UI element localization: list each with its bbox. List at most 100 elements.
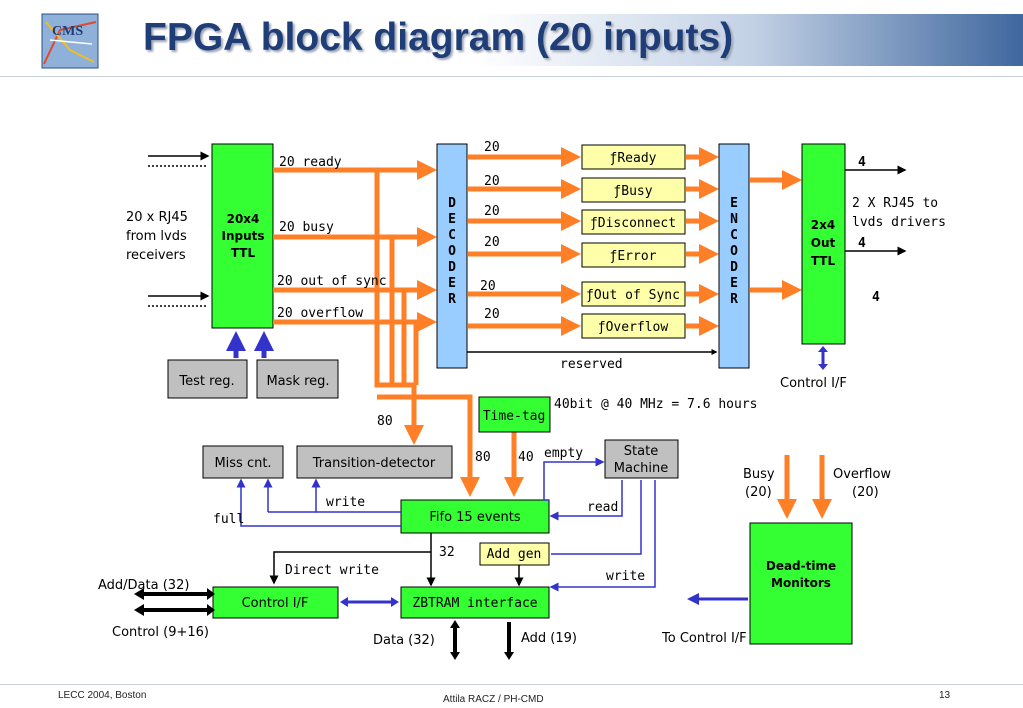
bus-width-out-of-sync: 20 (480, 279, 496, 294)
inputs-ttl-line3: TTL (231, 246, 256, 260)
input-label-rj45: 20 x RJ45 (126, 210, 188, 225)
transition-detector-block (296, 445, 453, 479)
bus-width-ready: 20 (484, 140, 500, 155)
time-tag-label: Time-tag (483, 409, 546, 424)
label-out-4a: 4 (858, 155, 866, 170)
function-out-of-sync: ƒOut of Sync (586, 288, 680, 303)
inputs-ttl-line1: 20x4 (227, 212, 260, 226)
slide-title: FPGA block diagram (20 inputs) (143, 16, 734, 59)
encoder-block (718, 143, 750, 369)
header-divider (0, 76, 1023, 77)
label-read: read (587, 500, 618, 515)
label-full: full (213, 512, 244, 527)
cms-logo-icon: CMS (41, 13, 99, 69)
svg-text:D: D (448, 260, 456, 275)
bus-width-overflow: 20 (484, 307, 500, 322)
label-out-4b: 4 (858, 236, 866, 251)
label-busy-a: Busy (743, 467, 775, 482)
svg-text:E: E (448, 212, 456, 227)
svg-text:E: E (730, 196, 738, 211)
decoder-letters: D E C O D E R (448, 196, 456, 307)
control-if-label: Control I/F (242, 596, 309, 611)
function-disconnect: ƒDisconnect (590, 216, 676, 231)
label-write-fifo: write (326, 495, 365, 510)
label-40: 40 (518, 450, 534, 465)
function-overflow: ƒOverflow (598, 320, 669, 335)
svg-text:R: R (448, 292, 456, 307)
out-ttl-line3: TTL (811, 254, 836, 268)
label-direct-write: Direct write (285, 563, 379, 578)
mask-reg-label: Mask reg. (266, 374, 329, 389)
function-boxes (581, 144, 686, 339)
function-error: ƒError (610, 249, 657, 264)
out-ttl-line1: 2x4 (811, 218, 835, 232)
out-ttl-block (801, 143, 846, 345)
footer-conference: LECC 2004, Boston (58, 690, 147, 701)
state-machine-line2: Machine (614, 461, 668, 476)
control-if-block (212, 586, 339, 619)
input-lines (148, 151, 210, 307)
label-rj45-out-2: lvds drivers (852, 215, 946, 230)
label-20-overflow: 20 overflow (277, 306, 363, 321)
label-32: 32 (439, 545, 455, 560)
external-buses (142, 592, 511, 656)
test-reg-label: Test reg. (178, 374, 234, 389)
orange-buses (273, 147, 832, 519)
time-tag-block (478, 396, 551, 433)
label-overflow-a: Overflow (833, 467, 891, 482)
cms-logo-text: CMS (52, 24, 83, 39)
state-machine-line1: State (624, 444, 658, 459)
svg-text:O: O (448, 244, 456, 259)
dead-time-line2: Monitors (771, 576, 831, 590)
dead-time-line1: Dead-time (766, 559, 836, 573)
svg-text:C: C (448, 228, 456, 243)
header-band (110, 14, 1023, 66)
reg-links (226, 331, 274, 358)
miss-cnt-block (202, 445, 284, 479)
label-20-busy: 20 busy (279, 220, 334, 235)
fpga-block-diagram: CMS 20 x RJ45 from lvds receivers 20x4 I… (41, 13, 946, 660)
mask-reg-block (256, 359, 339, 399)
label-20-ready: 20 ready (279, 155, 342, 170)
add-gen-block (479, 542, 550, 566)
out-ttl-line2: Out (811, 236, 836, 250)
label-20-out-of-sync: 20 out of sync (277, 274, 387, 289)
label-add-data: Add/Data (32) (98, 578, 189, 593)
label-timetag-note: 40bit @ 40 MHz = 7.6 hours (554, 397, 758, 412)
add-gen-label: Add gen (487, 547, 542, 562)
fifo-label: Fifo 15 events (429, 510, 521, 525)
state-machine-block (604, 439, 679, 479)
svg-text:E: E (448, 276, 456, 291)
svg-text:E: E (730, 276, 738, 291)
label-overflow-b: (20) (852, 485, 879, 500)
function-ready: ƒReady (610, 151, 657, 166)
footer-author: Attila RACZ / PH-CMD (443, 694, 544, 705)
svg-text:D: D (730, 260, 738, 275)
bus-width-busy: 20 (484, 174, 500, 189)
label-reserved: reserved (560, 357, 623, 372)
svg-text:N: N (730, 212, 738, 227)
fifo-block (400, 499, 550, 534)
label-to-control-if: To Control I/F (661, 631, 747, 646)
bus-width-disconnect: 20 (484, 204, 500, 219)
svg-text:O: O (730, 244, 738, 259)
svg-text:R: R (730, 292, 738, 307)
inputs-ttl-line2: Inputs (221, 229, 264, 243)
label-out-4c: 4 (872, 290, 880, 305)
label-80-top: 80 (377, 414, 393, 429)
bus-width-error: 20 (484, 235, 500, 250)
label-80: 80 (475, 450, 491, 465)
black-wires (269, 533, 524, 587)
label-write-zbt: write (606, 569, 645, 584)
label-data-32: Data (32) (373, 633, 435, 648)
label-busy-b: (20) (745, 485, 772, 500)
zbtram-label: ZBTRAM interface (412, 596, 537, 611)
blue-wires (236, 457, 656, 592)
svg-text:D: D (448, 196, 456, 211)
label-control-916: Control (9+16) (112, 625, 209, 640)
miss-cnt-label: Miss cnt. (214, 456, 271, 471)
decoder-block (436, 143, 468, 369)
dead-time-monitors-block (749, 522, 853, 645)
label-control-if-top: Control I/F (780, 376, 847, 391)
input-label-from: from lvds (126, 229, 187, 244)
